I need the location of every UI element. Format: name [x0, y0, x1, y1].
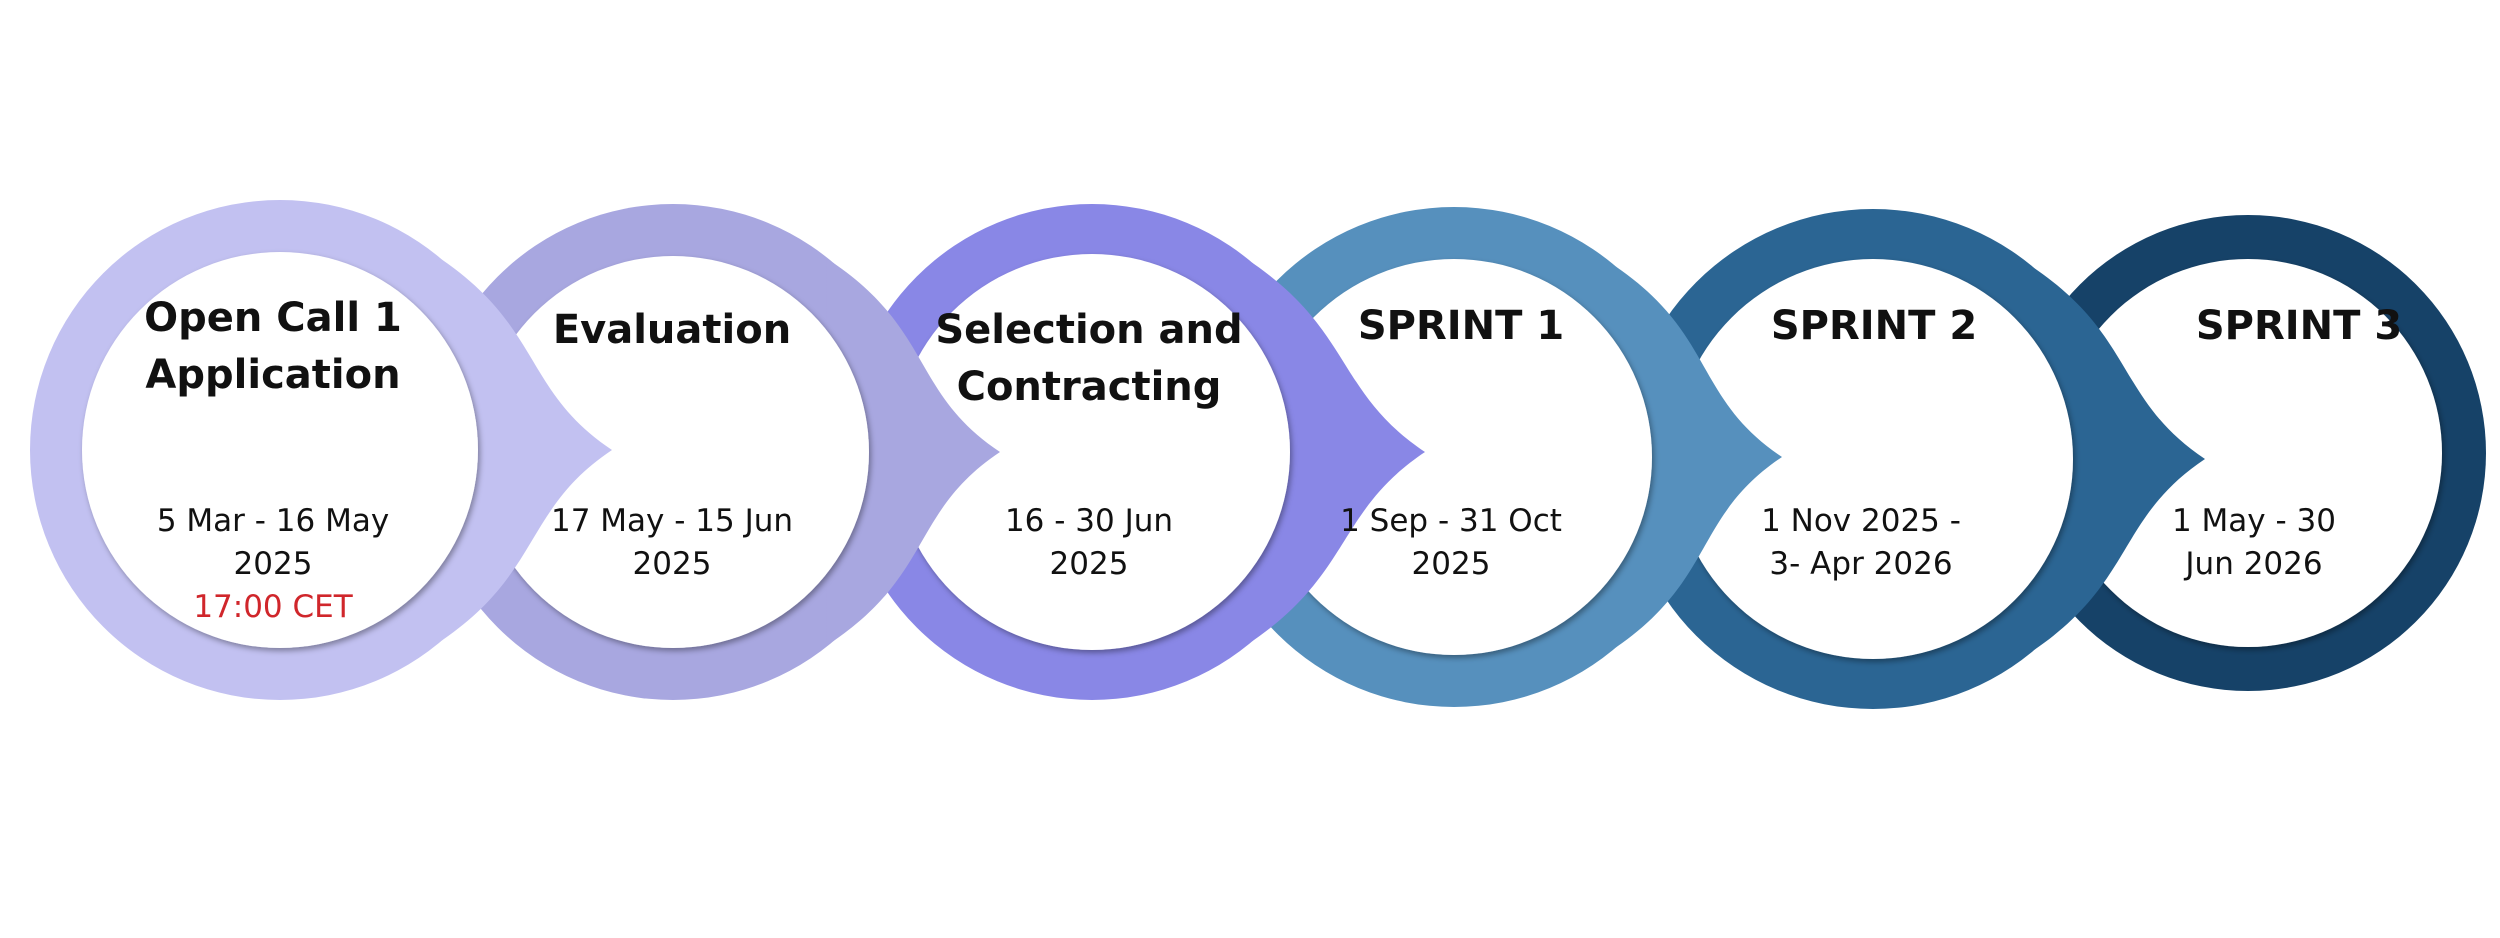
stage-2-arrow	[826, 258, 1000, 646]
stage-5-dates-line1: 1 Nov 2025 -	[1761, 503, 1961, 539]
stage-2-dates-line1: 17 May - 15 Jun	[550, 503, 794, 539]
stage-6-dates-line2: Jun 2026	[2185, 546, 2323, 582]
stage-6-shape	[2010, 215, 2486, 691]
stage-6-text: SPRINT 3	[2099, 298, 2499, 355]
stage-1-title: Open Call 1 Application	[73, 290, 473, 404]
stage-2-title: Evaluation	[472, 302, 872, 359]
stage-5-dates: 1 Nov 2025 - 3- Apr 2026	[1661, 500, 2061, 586]
stage-3-shape	[844, 204, 1425, 700]
stage-6-title-line1: SPRINT 3	[2195, 303, 2403, 349]
stage-3-title: Selection and Contracting	[889, 302, 1289, 416]
stage-4-arrow	[1609, 262, 1782, 652]
stage-4-shape	[1204, 207, 1782, 707]
stage-4-dates-line1: 1 Sep - 31 Oct	[1340, 503, 1562, 539]
stage-5-title: SPRINT 2	[1674, 298, 2074, 355]
stage-1-dates-line2: 2025	[233, 546, 313, 582]
stage-5-shape	[1623, 209, 2205, 709]
stage-3-title-line2: Contracting	[956, 364, 1222, 410]
stage-4-title: SPRINT 1	[1261, 298, 1661, 355]
stage-3-inner-circle	[894, 254, 1290, 650]
stage-1-arrow	[435, 255, 612, 645]
stage-3-dates-line1: 16 - 30 Jun	[1004, 503, 1174, 539]
stage-2-text: Evaluation	[472, 302, 872, 359]
stage-1-dates: 5 Mar - 16 May 2025 17:00 CET	[73, 500, 473, 629]
stage-2-title-line1: Evaluation	[552, 307, 792, 353]
stage-2-shape	[425, 204, 1000, 700]
stage-5-dates-line2: 3- Apr 2026	[1769, 546, 1953, 582]
stage-2-dates-line2: 2025	[632, 546, 712, 582]
stage-2-inner-circle	[477, 256, 869, 648]
stage-2-dates: 17 May - 15 Jun 2025	[472, 500, 872, 586]
stage-3-dates-line2: 2025	[1049, 546, 1129, 582]
stage-5-text: SPRINT 2	[1674, 298, 2074, 355]
stage-1-title-line2: Application	[145, 352, 401, 398]
stage-1-title-line1: Open Call 1	[144, 295, 402, 341]
stage-6-title: SPRINT 3	[2099, 298, 2499, 355]
stage-1-dates-line1: 5 Mar - 16 May	[156, 503, 390, 539]
stage-5-title-line1: SPRINT 2	[1770, 303, 1978, 349]
stage-3-title-line1: Selection and	[935, 307, 1243, 353]
stage-4-title-line1: SPRINT 1	[1357, 303, 1565, 349]
stage-4-text: SPRINT 1	[1261, 298, 1661, 355]
stage-5-inner-circle	[1673, 259, 2073, 659]
stage-1-inner-circle	[82, 252, 478, 648]
stage-6-inner-circle	[2054, 259, 2442, 647]
stage-5-arrow	[2028, 264, 2205, 654]
stage-1-shape	[30, 200, 612, 700]
stage-4-dates-line2: 2025	[1411, 546, 1491, 582]
stage-4-dates: 1 Sep - 31 Oct 2025	[1251, 500, 1651, 586]
stage-6-dates: 1 May - 30 Jun 2026	[2054, 500, 2454, 586]
stage-4-inner-circle	[1256, 259, 1652, 655]
stage-3-dates: 16 - 30 Jun 2025	[889, 500, 1289, 586]
stage-1-deadline-note: 17:00 CET	[193, 589, 353, 625]
stage-3-text: Selection and Contracting	[889, 302, 1289, 416]
stage-3-arrow	[1245, 258, 1425, 646]
stage-1-text: Open Call 1 Application	[73, 290, 473, 404]
stage-6-dates-line1: 1 May - 30	[2171, 503, 2336, 539]
